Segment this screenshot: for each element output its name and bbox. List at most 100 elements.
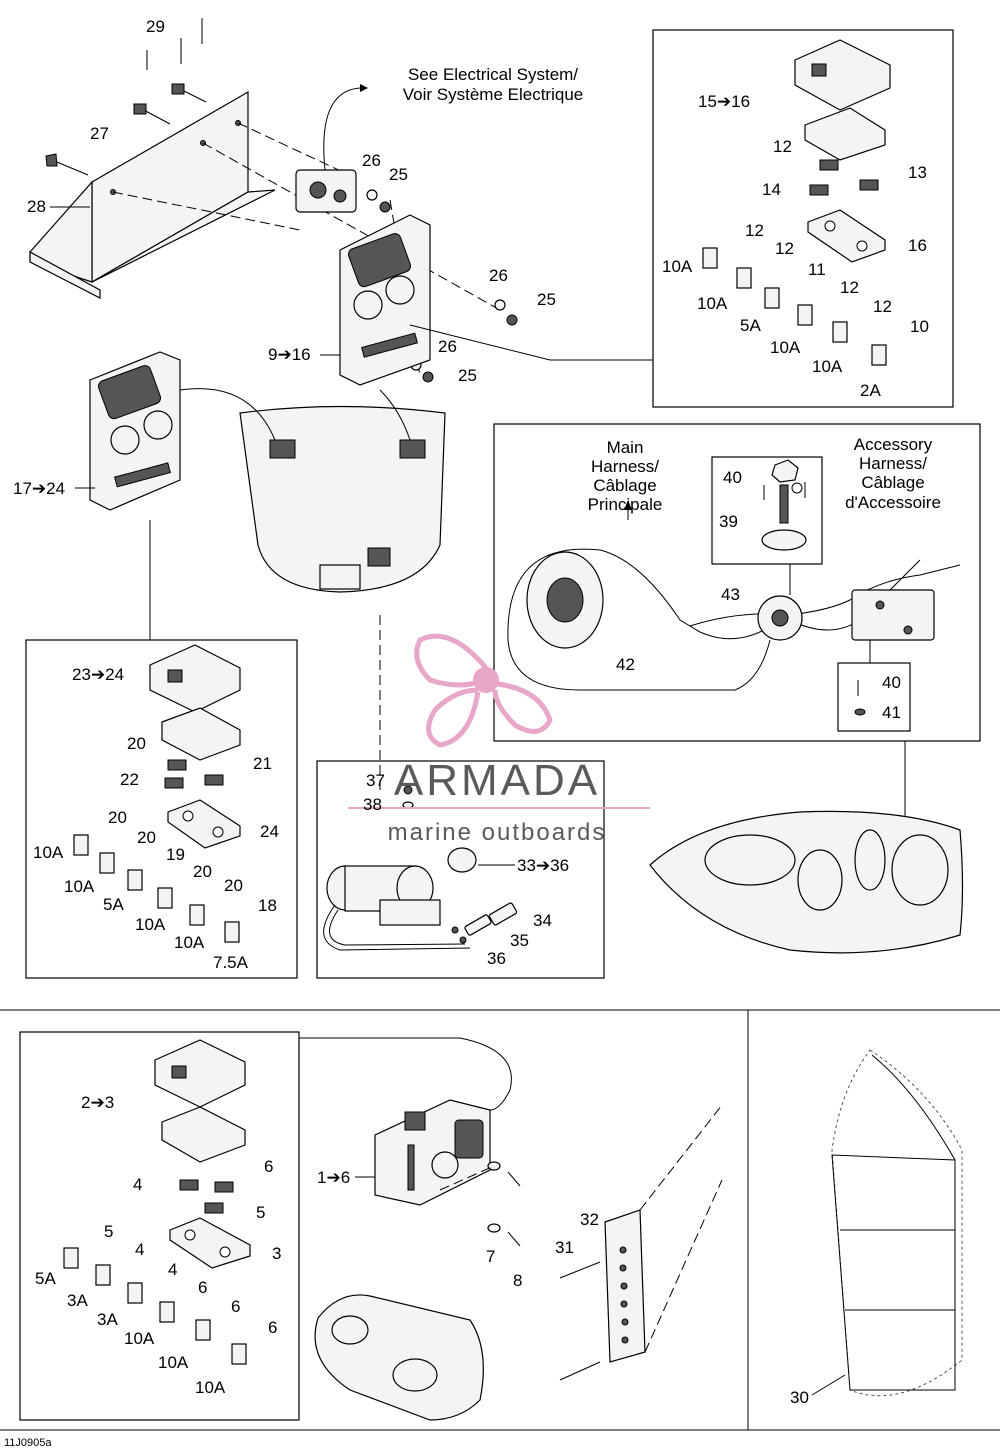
callout-12-d: 12 (840, 278, 859, 297)
callout-20-d: 20 (193, 862, 212, 881)
callout-30: 30 (790, 1388, 809, 1407)
leader-30 (811, 1374, 846, 1396)
callout-10A-b: 10A (697, 294, 728, 313)
callout-38: 38 (363, 795, 382, 814)
callout-15-16: 15➔16 (698, 92, 750, 111)
callout-5-a: 5 (256, 1203, 265, 1222)
callout-6-d: 6 (268, 1318, 277, 1337)
callout-12-a: 12 (773, 137, 792, 156)
fuse-cover-2-3 (154, 1039, 246, 1163)
note-see-electrical-line-1: See Electrical System/ (408, 65, 578, 84)
callout-10A-k: 10A (195, 1378, 226, 1397)
callout-37: 37 (366, 771, 385, 790)
fuse-cover-23-24 (149, 644, 241, 761)
fuse-cover-15-16 (794, 39, 891, 161)
leader-to-box-1 (409, 324, 551, 361)
callout-4-b: 4 (135, 1240, 144, 1259)
boat-small-bottom (314, 1294, 484, 1421)
fuses-box-2 (73, 759, 240, 943)
fuses-box-3 (63, 1179, 247, 1365)
fuse-cover-24 (167, 799, 241, 849)
callout-13: 13 (908, 163, 927, 182)
callout-28: 28 (27, 197, 46, 216)
callout-10A-e: 10A (33, 843, 64, 862)
callout-11: 11 (808, 260, 826, 279)
callout-10A-j: 10A (158, 1353, 189, 1372)
callout-20-e: 20 (224, 876, 243, 895)
callout-40-a: 40 (723, 468, 742, 487)
note-accessory-harness-line-3: Câblage (861, 473, 924, 492)
callout-18: 18 (258, 896, 277, 915)
boat-top-view (649, 810, 964, 954)
terminal-39-detail-frame (711, 456, 823, 565)
callout-10A-i: 10A (124, 1329, 155, 1348)
fuse-box-17-24 (89, 351, 181, 511)
callout-21: 21 (253, 754, 272, 773)
callout-16: 16 (908, 236, 927, 255)
boat-wiring-harness-30 (831, 1049, 963, 1397)
connector-34-35 (451, 902, 518, 944)
bilge-pump (323, 785, 477, 951)
accessory-harness-detail-frame (493, 423, 981, 742)
callout-7: 7 (486, 1247, 495, 1266)
callout-8: 8 (513, 1271, 522, 1290)
callout-5A-c: 5A (35, 1269, 56, 1288)
callout-5-b: 5 (104, 1222, 113, 1241)
callout-22: 22 (120, 770, 139, 789)
note-accessory-harness-line-1: Accessory (854, 435, 933, 454)
callout-24: 24 (260, 822, 279, 841)
callout-20-c: 20 (137, 828, 156, 847)
note-accessory-harness-line-4: d'Accessoire (845, 493, 941, 512)
fuse-cover-3 (169, 1217, 251, 1269)
callout-34: 34 (533, 911, 552, 930)
watermark-tagline: marine outboards (388, 819, 607, 846)
callout-3: 3 (272, 1244, 281, 1263)
callout-1-6: 1➔6 (317, 1168, 350, 1187)
callout-3A-b: 3A (97, 1310, 118, 1329)
callout-17-24: 17➔24 (13, 479, 65, 498)
callout-36: 36 (487, 949, 506, 968)
callout-10A-c: 10A (770, 338, 801, 357)
callout-6-b: 6 (198, 1278, 207, 1297)
callout-43: 43 (721, 585, 740, 604)
callout-20-b: 20 (108, 808, 127, 827)
callout-14: 14 (762, 180, 781, 199)
screw-washer-detail-frame (837, 662, 911, 732)
fuse-box-2-detail-frame (25, 639, 298, 979)
note-main-harness-line-1: Main (607, 438, 644, 457)
callout-4-c: 4 (168, 1260, 177, 1279)
callout-9-16: 9➔16 (268, 345, 311, 364)
callout-31: 31 (555, 1238, 574, 1257)
fuse-box-3-detail-frame (19, 1031, 300, 1421)
console-tub (179, 388, 446, 593)
callout-10A-h: 10A (174, 933, 205, 952)
fuse-box-9-16 (339, 214, 431, 386)
callout-7-5A: 7.5A (213, 953, 249, 972)
callout-12-e: 12 (873, 297, 892, 316)
callout-26-b: 26 (489, 266, 508, 285)
callout-5A-a: 5A (740, 316, 761, 335)
callout-2-3: 2➔3 (81, 1093, 114, 1112)
callout-10A-d: 10A (812, 357, 843, 376)
callout-12-c: 12 (775, 239, 794, 258)
callout-10: 10 (910, 317, 929, 336)
callout-6-c: 6 (231, 1297, 240, 1316)
screw-40-washer-41 (854, 680, 866, 716)
callout-10A-g: 10A (135, 915, 166, 934)
screws-7-8 (439, 1161, 521, 1247)
callout-25-c: 25 (458, 366, 477, 385)
accessory-harness-wiring (507, 500, 961, 691)
callout-6-a: 6 (264, 1157, 273, 1176)
callout-26-a: 26 (362, 151, 381, 170)
callout-12-b: 12 (745, 221, 764, 240)
callout-27: 27 (90, 124, 109, 143)
figure-code: 11J0905a (4, 1437, 52, 1449)
note-see-electrical-line-2: Voir Système Electrique (403, 85, 583, 104)
callout-20-a: 20 (127, 734, 146, 753)
callout-4-a: 4 (133, 1175, 142, 1194)
callout-29: 29 (146, 17, 165, 36)
callout-19: 19 (166, 845, 185, 864)
note-main-harness-line-3: Câblage (593, 476, 656, 495)
callout-10A-a: 10A (662, 257, 693, 276)
